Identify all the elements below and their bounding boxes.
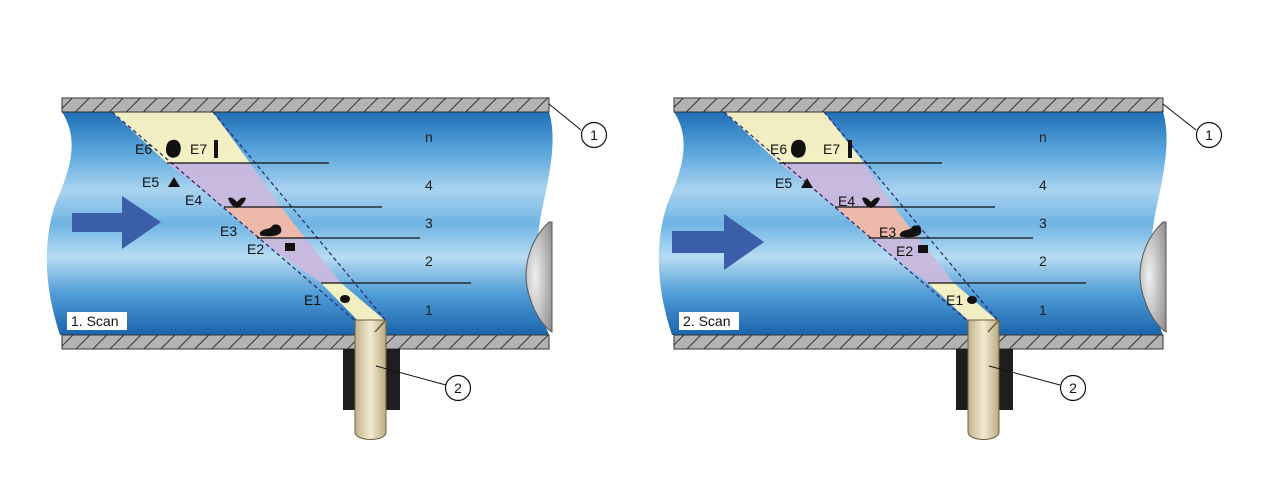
echo-e1-dot-icon: [340, 295, 350, 303]
echo-label-e2: E2: [896, 243, 913, 259]
scan-panel-1: n 4 3 2 1 E6 E7 E5 E4 E3 E2 E1 1. Scan: [46, 97, 608, 440]
beam-zone-4: [167, 163, 281, 207]
echo-label-e7: E7: [823, 141, 840, 157]
scan-label-box: [679, 312, 739, 330]
callout-number-1: 1: [590, 127, 598, 143]
transducer-rod: [967, 319, 1000, 440]
callout-number-1: 1: [1205, 127, 1213, 143]
echo-label-e1: E1: [946, 292, 963, 308]
transducer-rod: [354, 319, 387, 440]
echo-label-e3: E3: [220, 223, 237, 239]
flow-arrow-icon: [72, 196, 161, 249]
echo-label-e5: E5: [142, 174, 159, 190]
echo-e2-square-icon: [918, 245, 928, 253]
echo-label-e6: E6: [770, 141, 787, 157]
zone-label-4: 4: [1039, 177, 1047, 193]
callout-leader-1: [1162, 103, 1197, 131]
beam-edge-left: [111, 111, 373, 336]
pipe-wall-bottom: [61, 334, 550, 350]
pipe-wall-top: [61, 97, 550, 113]
pipe-end-cap: [525, 221, 553, 333]
scan-label: 2. Scan: [683, 313, 730, 329]
echo-label-e7: E7: [190, 141, 207, 157]
zone-label-n: n: [425, 129, 433, 145]
beam-zone-2: [257, 238, 341, 283]
echo-e5-triangle-icon: [168, 177, 180, 187]
beam-zone-n: [724, 112, 864, 163]
echo-e5-triangle-icon: [801, 178, 813, 188]
echo-e6-blob-icon: [166, 139, 181, 158]
zone-label-1: 1: [1039, 302, 1047, 318]
callout-leader-1: [548, 103, 582, 131]
zone-label-1: 1: [425, 302, 433, 318]
zone-label-n: n: [1039, 129, 1047, 145]
echo-label-e3: E3: [879, 224, 896, 240]
callout-circle-2: [444, 374, 472, 402]
callout-circle-1: [1195, 121, 1223, 149]
echo-label-e6: E6: [135, 141, 152, 157]
pipe-wall-top: [673, 97, 1164, 113]
beam-zone-3: [835, 207, 918, 238]
echo-e3-blob-icon: [259, 224, 282, 237]
echo-label-e4: E4: [185, 192, 202, 208]
echo-label-e4: E4: [838, 193, 855, 209]
pipe-wall-bottom: [673, 334, 1164, 350]
echo-e4-heart-icon: [228, 197, 246, 208]
callout-leader-2: [375, 365, 447, 386]
callout-circle-1: [580, 121, 608, 149]
beam-edge-right: [823, 111, 1000, 323]
beam-zone-3: [224, 207, 305, 238]
zone-label-4: 4: [425, 177, 433, 193]
zone-label-2: 2: [425, 253, 433, 269]
zone-label-3: 3: [425, 215, 433, 231]
echo-label-e1: E1: [304, 292, 321, 308]
echo-e1-dot-icon: [967, 296, 977, 304]
beam-edge-left: [723, 111, 985, 336]
echo-e6-blob-icon: [791, 139, 806, 158]
flow-arrow-icon: [672, 214, 764, 270]
callout-circle-2: [1059, 374, 1087, 402]
echo-e2-square-icon: [285, 243, 295, 251]
beam-edge-right: [212, 111, 388, 323]
pipe-end-cap: [1139, 221, 1167, 333]
zone-label-2: 2: [1039, 253, 1047, 269]
echo-e7-bar-icon: [848, 140, 852, 158]
scan-label: 1. Scan: [71, 313, 118, 329]
echo-e3-blob-icon: [899, 225, 922, 238]
echo-e4-heart-icon: [862, 197, 880, 208]
zone-label-3: 3: [1039, 215, 1047, 231]
beam-zone-2: [869, 238, 954, 283]
callout-number-2: 2: [1069, 380, 1077, 396]
callout-leader-2: [988, 365, 1061, 386]
transducer-face: [987, 319, 1000, 333]
scan-label-box: [67, 312, 127, 330]
beam-zone-4: [779, 163, 894, 207]
echo-label-e5: E5: [775, 175, 792, 191]
callout-number-2: 2: [454, 380, 462, 396]
echo-label-e2: E2: [247, 241, 264, 257]
transducer-face: [374, 319, 387, 333]
echo-e7-bar-icon: [214, 140, 218, 158]
scan-panel-2: n 4 3 2 1 E6 E7 E5 E4 E3 E2 E1 2. Scan 1…: [658, 97, 1223, 440]
